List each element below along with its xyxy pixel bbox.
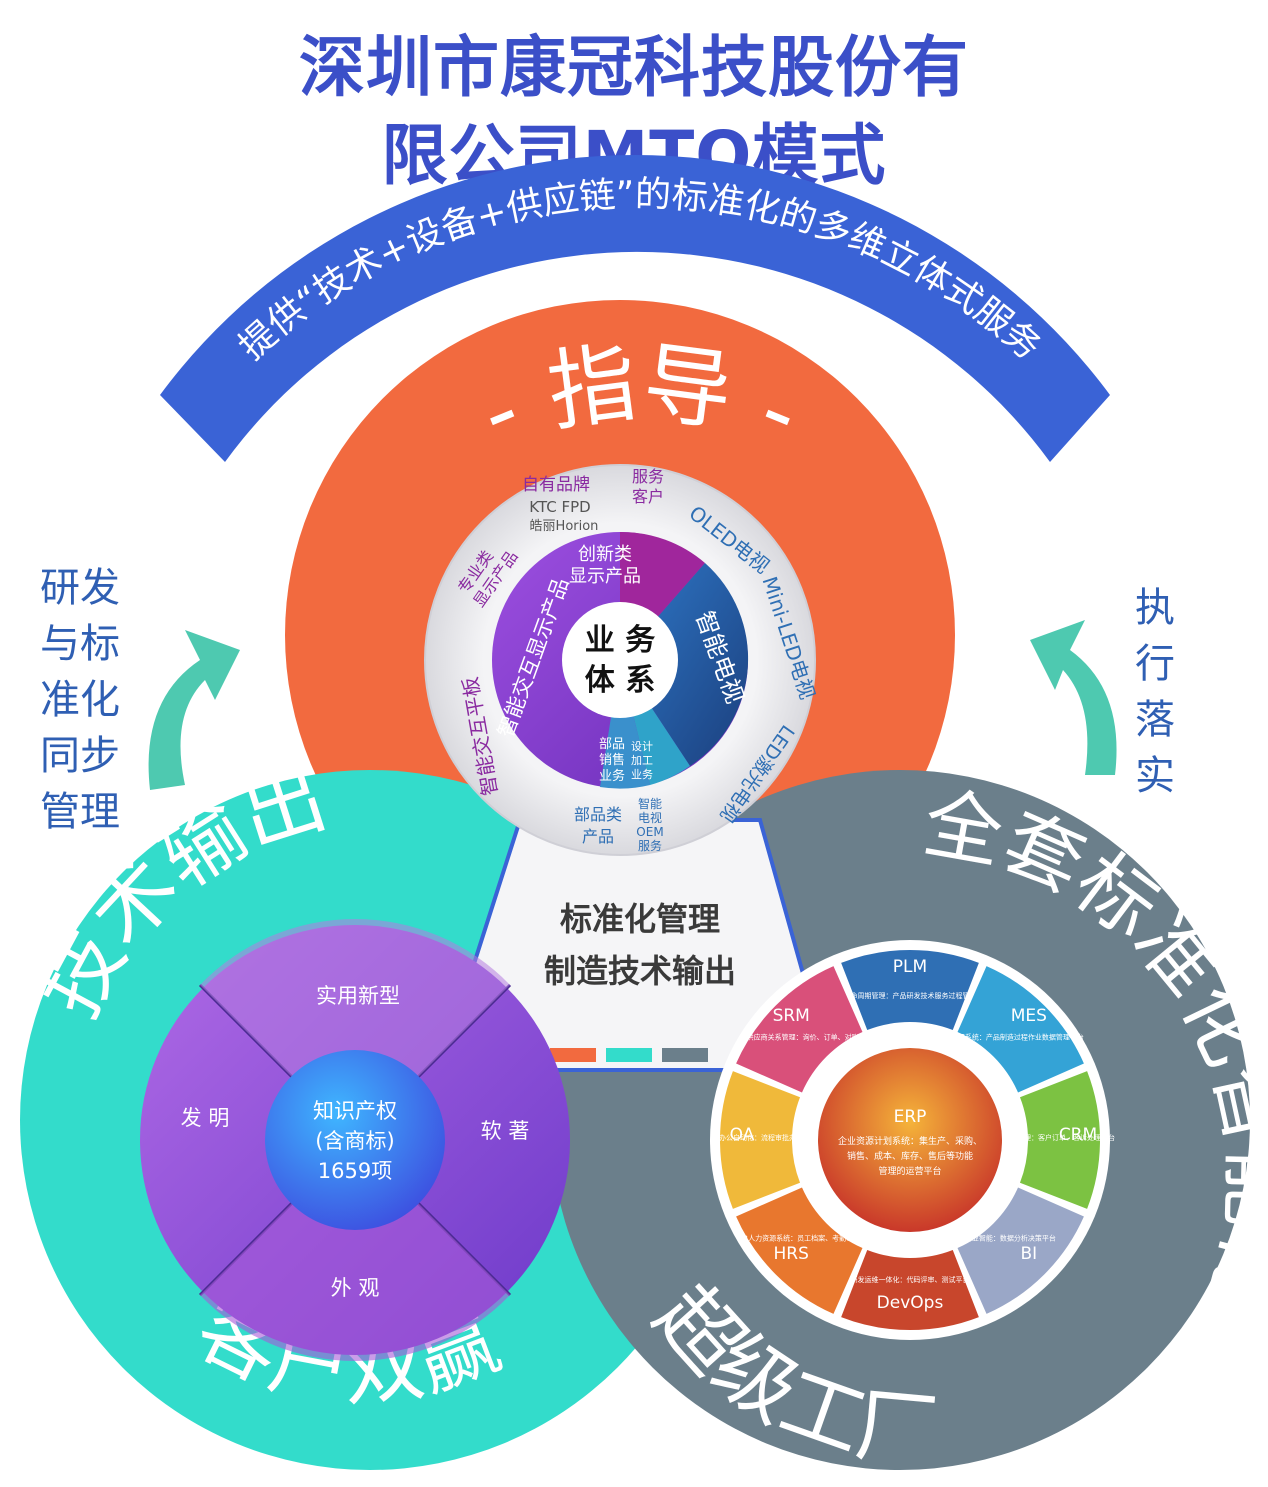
- module-segment: [957, 966, 1084, 1093]
- petal-bottom: 外 观: [331, 1276, 380, 1300]
- side-note-right: 执行落实: [1135, 585, 1175, 799]
- ip-hub-line1: 知识产权: [313, 1099, 397, 1123]
- module-label: MES: [1011, 1006, 1047, 1026]
- center-bar-orange: [550, 1048, 596, 1062]
- banner-band: [160, 154, 1110, 462]
- inner-innov-1: 创新类: [578, 544, 632, 565]
- seg-own-brand-3: 皓丽Horion: [530, 519, 599, 534]
- module-label: SRM: [773, 1006, 810, 1026]
- business-hub-line2: 体 系: [585, 663, 655, 698]
- business-wheel: 业 务 体 系 自有品牌 KTC FPD 皓丽Horion 服务 客户 OLED…: [424, 464, 820, 856]
- seg-tvoem-1: 智能: [638, 796, 662, 811]
- module-segment: [736, 966, 863, 1093]
- seg-own-brand-2: KTC FPD: [529, 498, 590, 516]
- ip-hub-line2: (含商标): [315, 1129, 394, 1153]
- page-title-line1: 深圳市康冠科技股份有: [299, 29, 969, 106]
- center-bar-gray: [662, 1048, 708, 1062]
- seg-service-2: 客户: [632, 487, 664, 506]
- ip-hub: [265, 1050, 445, 1230]
- module-label: PLM: [893, 957, 927, 977]
- erp-hub: [818, 1048, 1002, 1232]
- erp-desc: 企业资源计划系统：集生产、采购、: [838, 1135, 982, 1147]
- module-label: OA: [730, 1125, 755, 1145]
- module-desc: 办公自动化：流程审批办公平台: [719, 1133, 817, 1142]
- module-desc: HR人力资源系统：员工档案、考勤、薪资管理: [738, 1233, 881, 1242]
- ip-flower: 实用新型 发 明 软 著 外 观 知识产权 (含商标) 1659项: [140, 918, 570, 1362]
- module-label: BI: [1020, 1244, 1037, 1264]
- inner-design-3: 业务: [631, 768, 653, 781]
- seg-own-brand-1: 自有品牌: [522, 475, 590, 495]
- module-desc: 产品生命周期管理：产品研发技术服务过程管控平台: [830, 991, 991, 1000]
- seg-service-1: 服务: [632, 467, 664, 486]
- erp-desc: 管理的运营平台: [878, 1165, 941, 1177]
- seg-tvoem-4: 服务: [638, 838, 662, 853]
- inner-parts-sales-1: 部品: [599, 737, 625, 752]
- petal-top: 实用新型: [316, 984, 400, 1008]
- business-hub-line1: 业 务: [585, 623, 655, 658]
- module-segment: [719, 1071, 801, 1209]
- center-caption-line1: 标准化管理: [559, 900, 720, 938]
- side-note-left: 研发与标准化同步管理: [40, 565, 120, 835]
- module-segment: [957, 1187, 1084, 1314]
- module-segment: [1019, 1071, 1101, 1209]
- right-arrow-icon: [1030, 620, 1117, 775]
- module-desc: 商业智能：数据分析决策平台: [965, 1233, 1056, 1242]
- inner-design-2: 加工: [631, 754, 653, 767]
- petal-left: 发 明: [181, 1106, 230, 1130]
- erp-title: ERP: [894, 1107, 927, 1127]
- seg-parts-1: 部品类: [574, 805, 622, 824]
- ip-hub-line3: 1659项: [318, 1159, 392, 1183]
- system-wheel: PLM 产品生命周期管理：产品研发技术服务过程管控平台 MES 制造工程系统：产品制造…: [710, 940, 1115, 1340]
- business-hub: [562, 602, 678, 718]
- seg-tvoem-3: OEM: [636, 825, 663, 839]
- module-label: HRS: [774, 1244, 809, 1264]
- inner-innov-2: 显示产品: [569, 566, 641, 587]
- inner-parts-sales-2: 销售: [599, 752, 625, 768]
- left-arrow-icon: [148, 630, 240, 790]
- center-bar-teal: [606, 1048, 652, 1062]
- module-segment: [736, 1187, 863, 1314]
- inner-parts-sales-3: 业务: [599, 768, 625, 784]
- center-caption: 标准化管理 制造技术输出: [535, 893, 745, 997]
- inner-design-1: 设计: [631, 740, 653, 753]
- module-segment: [841, 950, 979, 1031]
- module-desc: 客户关系管理：客户订单、客诉处理平台: [989, 1133, 1115, 1142]
- center-caption-line2: 制造技术输出: [543, 952, 736, 990]
- module-label: DevOps: [877, 1293, 944, 1313]
- petal-right: 软 著: [481, 1119, 530, 1143]
- seg-parts-2: 产品: [582, 827, 614, 846]
- module-segment: [841, 1249, 979, 1330]
- module-desc: 供应商关系管理：询价、订单、对账平台: [747, 1033, 873, 1042]
- module-desc: 研发运维一体化：代码评审、测试平台: [851, 1275, 970, 1284]
- seg-tvoem-2: 电视: [638, 810, 662, 825]
- erp-desc: 销售、成本、库存、售后等功能: [847, 1150, 973, 1162]
- module-desc: 制造工程系统：产品制造过程作业数据管理平台: [937, 1033, 1084, 1042]
- module-label: CRM: [1059, 1125, 1097, 1145]
